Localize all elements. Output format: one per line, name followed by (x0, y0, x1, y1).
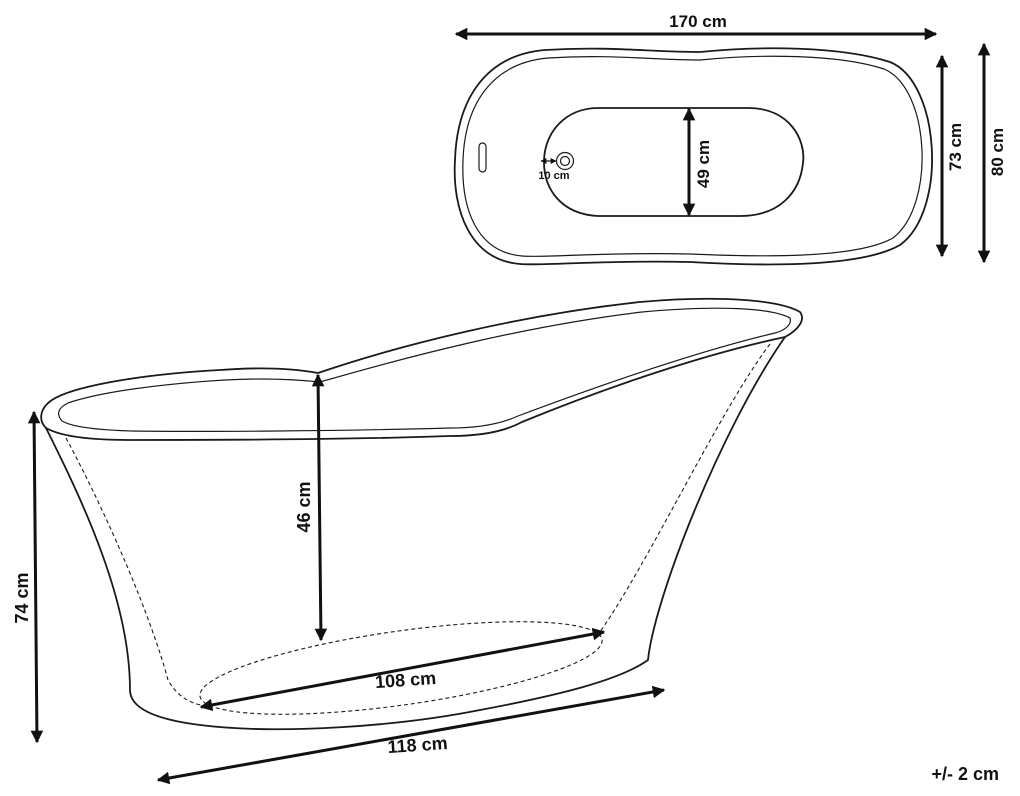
tub-rim-outer (40, 297, 803, 441)
dim-74-label: 74 cm (12, 572, 32, 623)
dim-170-label: 170 cm (669, 12, 727, 31)
top-view: 170 cm 49 cm 10 cm 73 cm 80 cm (453, 12, 1007, 266)
tolerance-note: +/- 2 cm (931, 764, 999, 784)
dim-49-label: 49 cm (694, 140, 713, 188)
tub-rim-inner (58, 307, 791, 432)
dim-118-arrow (156, 685, 666, 785)
dim-80-label: 80 cm (988, 128, 1007, 176)
overflow-slot (478, 142, 487, 173)
dim-118-label: 118 cm (387, 733, 448, 757)
dim-108-label: 108 cm (374, 668, 436, 692)
dim-10-label: 10 cm (538, 170, 569, 182)
tub-inner-wall-right (599, 343, 771, 633)
top-view-basin (543, 107, 805, 217)
side-view: 46 cm 74 cm 108 cm 118 cm (12, 297, 803, 785)
dim-46-arrow (311, 373, 328, 642)
top-view-rim-inner-edge (462, 55, 923, 258)
dim-73-label: 73 cm (946, 123, 965, 171)
dim-74-arrow (27, 410, 44, 744)
drain-outer (555, 151, 575, 171)
tub-base-ellipse (199, 621, 603, 715)
tub-inner-wall-left (65, 437, 207, 707)
top-view-outer-rim (453, 47, 933, 266)
drain-inner (559, 155, 571, 167)
dim-46-label: 46 cm (294, 481, 314, 532)
